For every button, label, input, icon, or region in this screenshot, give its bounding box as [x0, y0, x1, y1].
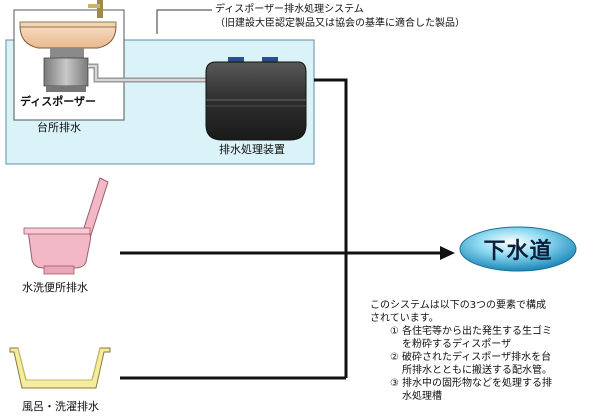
item-number: ① — [390, 326, 399, 337]
description-intro-line2: されています。 — [370, 313, 439, 324]
description-item: ③ 排水中の固形物などを処理する排 水処理槽 — [370, 377, 592, 403]
item-number: ② — [390, 352, 399, 363]
item-number: ③ — [390, 378, 399, 389]
sewer-label: 下水道 — [483, 239, 553, 264]
description-item: ② 破砕されたディスポーザ排水を台 所排水とともに搬送する配水管。 — [370, 351, 592, 377]
disposer-label: ディスポーザー — [20, 95, 97, 108]
item-line: 各住宅等から出た発生する生ゴミ — [402, 326, 552, 337]
kitchen-outlet-line — [314, 78, 348, 378]
item-line: 所排水とともに搬送する配水管。 — [402, 365, 552, 376]
sewer-ellipse — [459, 226, 577, 272]
callout-title: ディスポーザー排水処理システム — [215, 4, 364, 15]
toilet-icon — [23, 177, 109, 275]
bathtub-icon — [9, 347, 111, 389]
item-line: を粉砕するディスポーザ — [402, 339, 512, 350]
bath-laundry-drain-label: 風呂・洗濯排水 — [22, 400, 99, 413]
item-line: 排水中の固形物などを処理する排 — [402, 378, 552, 389]
item-line: 水処理槽 — [402, 391, 442, 402]
sink-bowl-icon — [19, 25, 117, 49]
faucet-icon — [88, 0, 103, 18]
treatment-tank-icon — [205, 57, 307, 141]
callout-subtitle: （旧建設大臣認定製品又は協会の基準に適合した製品） — [215, 18, 465, 29]
disposer-unit-icon — [43, 48, 89, 92]
treatment-tank-label: 排水処理装置 — [219, 143, 285, 156]
toilet-drain-label: 水洗便所排水 — [22, 281, 88, 294]
description-intro-line1: このシステムは以下の3つの要素で構成 — [370, 300, 547, 311]
callout-leader-line — [156, 9, 212, 34]
arrow-head — [440, 246, 455, 260]
system-description: このシステムは以下の3つの要素で構成 されています。 ① 各住宅等から出た発生す… — [370, 299, 592, 403]
kitchen-drain-label: 台所排水 — [37, 121, 81, 134]
item-line: 破砕されたディスポーザ排水を台 — [402, 352, 552, 363]
description-item: ① 各住宅等から出た発生する生ゴミ を粉砕するディスポーザ — [370, 325, 592, 351]
